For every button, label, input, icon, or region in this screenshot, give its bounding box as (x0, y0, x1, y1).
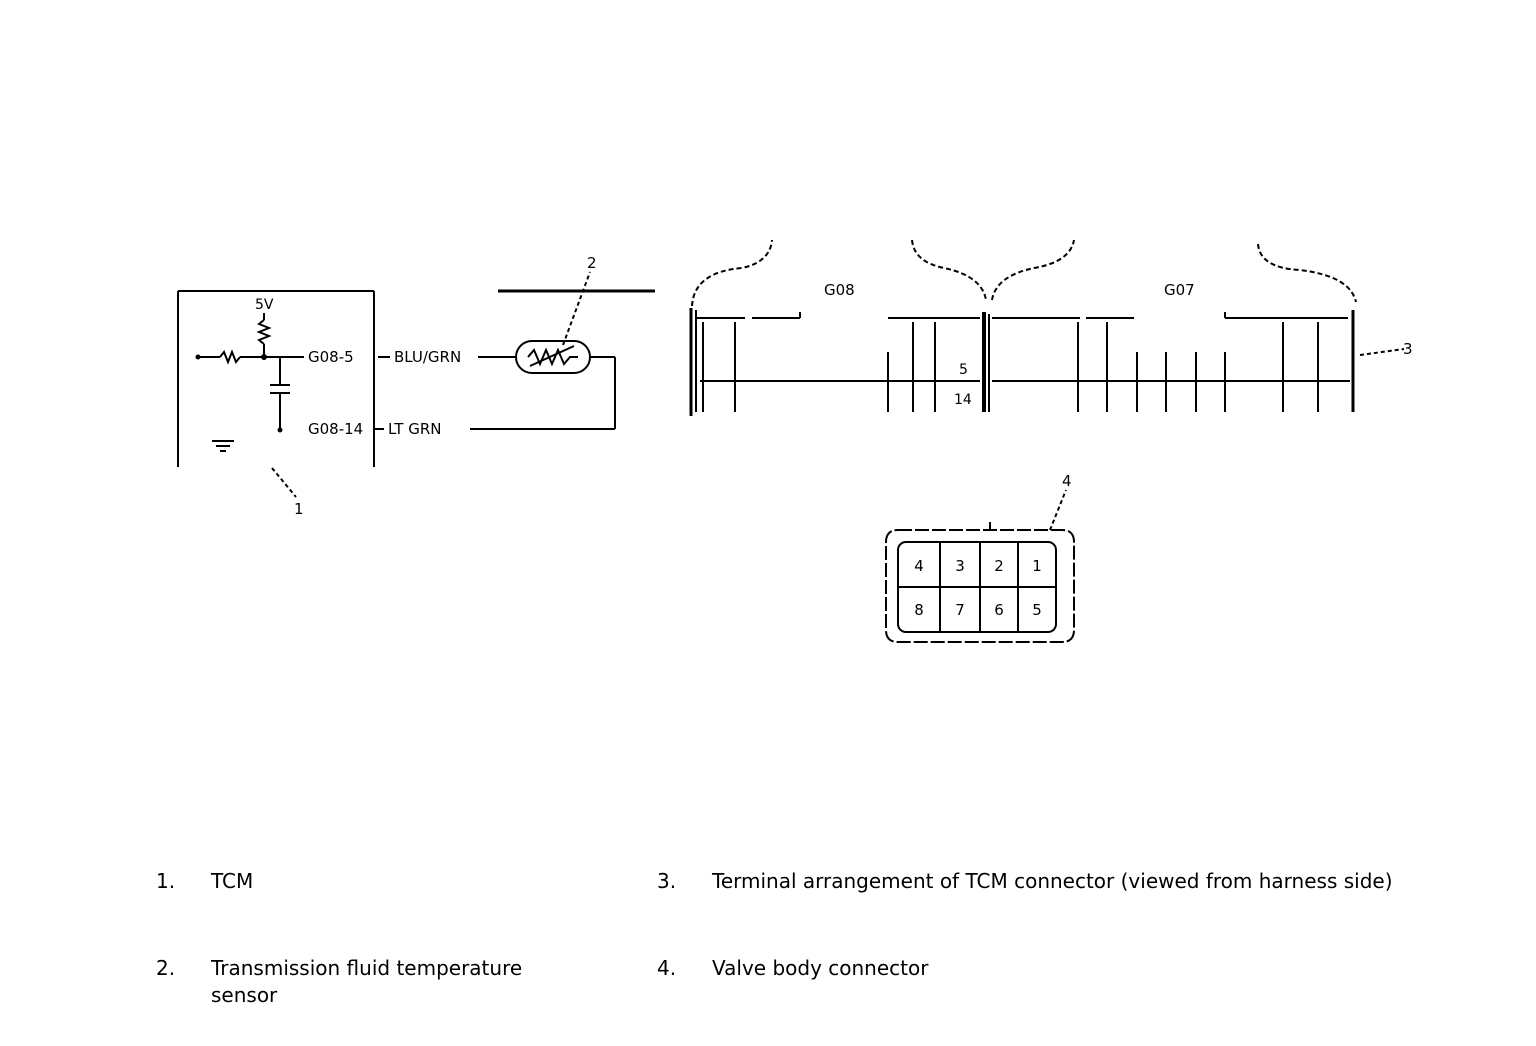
legend-text: Valve body connector (712, 956, 929, 980)
callout-tcm: 1 (294, 500, 304, 518)
pullup-resistor (256, 313, 272, 357)
legend-text: TCM (211, 869, 254, 893)
wire-bottom-label: LT GRN (388, 420, 442, 438)
connector-label-right: G07 (1164, 281, 1195, 299)
legend-number: 3. (657, 869, 677, 893)
wire-blu-grn (378, 356, 616, 429)
pin-label: 7 (955, 601, 965, 619)
legend-number: 2. (156, 956, 176, 980)
legend-item-1: 1. TCM (156, 868, 616, 928)
valve-body-connector (885, 522, 1075, 643)
valve-connector-pins: 4 3 2 1 8 7 6 5 (914, 557, 1042, 619)
legend-item-3: 3. Terminal arrangement of TCM connector… (657, 868, 1427, 928)
pin-label: 5 (1032, 601, 1042, 619)
pin-label: 1 (1032, 557, 1042, 575)
callout-leader-1 (271, 467, 297, 498)
callout-leader-4 (1049, 489, 1067, 531)
capacitor (270, 357, 290, 429)
connector-pin-top: 5 (959, 362, 968, 378)
tcm-box (177, 290, 375, 467)
wire-top-label: BLU/GRN (394, 348, 461, 366)
bias-resistor (198, 349, 304, 365)
callout-sensor: 2 (587, 254, 597, 272)
pin-label: 2 (994, 557, 1004, 575)
temperature-sensor-icon (515, 340, 591, 374)
tcm-connector-face (689, 308, 1355, 416)
callout-leader-2 (562, 271, 591, 346)
tcm-pin-top-label: G08-5 (308, 348, 354, 366)
pin-label: 3 (955, 557, 965, 575)
pin-label: 4 (914, 557, 924, 575)
legend-text: Transmission fluid temperature sensor (211, 956, 523, 1007)
legend-item-4: 4. Valve body connector (657, 955, 1427, 1015)
voltage-label: 5V (255, 297, 274, 313)
callout-valve-connector: 4 (1062, 472, 1072, 490)
tcm-pin-bottom-label: G08-14 (308, 420, 363, 438)
connector-braces (691, 239, 1357, 307)
ground-icon (212, 440, 234, 452)
pin-label: 8 (914, 601, 924, 619)
connector-pin-bottom: 14 (954, 392, 972, 408)
callout-leader-3 (1359, 348, 1405, 356)
pin-label: 6 (994, 601, 1004, 619)
callout-connector-face: 3 (1403, 340, 1413, 358)
connector-label-left: G08 (824, 281, 855, 299)
legend-item-2: 2. Transmission fluid temperature sensor (156, 955, 616, 1015)
legend-number: 4. (657, 956, 677, 980)
legend-text: Terminal arrangement of TCM connector (v… (712, 869, 1393, 893)
legend-number: 1. (156, 869, 176, 893)
